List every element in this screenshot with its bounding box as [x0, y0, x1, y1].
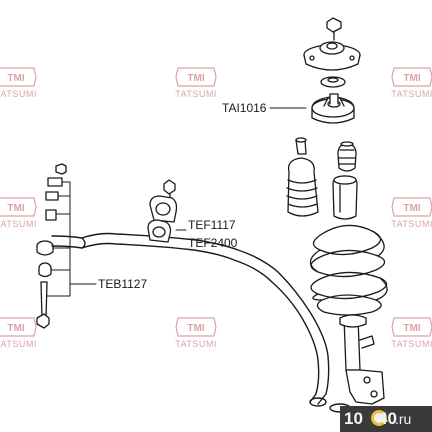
tatsumi-watermark: TMI TATSUMI	[0, 66, 46, 99]
leader-lines	[46, 107, 307, 297]
callout-tef2400: TEF2400	[188, 236, 238, 250]
coil-spring	[309, 224, 388, 316]
bump-stop	[337, 141, 357, 172]
svg-text:TMI: TMI	[403, 203, 420, 214]
tmi-logo-icon: TMI	[0, 197, 37, 217]
callout-tai1016: TAI1016	[222, 101, 267, 115]
upper-mount-washer	[320, 76, 346, 88]
tatsumi-text: TATSUMI	[0, 89, 37, 99]
upper-mount-nut	[326, 17, 342, 41]
tyre-icon	[371, 410, 387, 426]
tatsumi-text: TATSUMI	[175, 339, 217, 349]
callout-teb1127: TEB1127	[98, 277, 148, 291]
badge-domain: .ru	[395, 411, 412, 427]
svg-text:TMI: TMI	[7, 323, 24, 334]
tatsumi-watermark: TMI TATSUMI	[382, 66, 432, 99]
tmi-logo-icon: TMI	[0, 67, 37, 87]
tmi-logo-icon: TMI	[391, 67, 432, 87]
stabilizer-bushing	[147, 219, 172, 243]
tmi-logo-icon: TMI	[175, 317, 217, 337]
tmi-logo-icon: TMI	[175, 67, 217, 87]
site-badge[interactable]: 10 40 .ru	[340, 406, 432, 432]
svg-text:TMI: TMI	[7, 203, 24, 214]
dust-boot	[286, 137, 319, 217]
svg-text:TMI: TMI	[187, 73, 204, 84]
tatsumi-text: TATSUMI	[0, 339, 37, 349]
strut-mount-tai1016	[311, 93, 355, 124]
tatsumi-watermark: TMI TATSUMI	[166, 66, 226, 99]
tatsumi-text: TATSUMI	[391, 339, 432, 349]
svg-text:TMI: TMI	[403, 73, 420, 84]
tatsumi-watermark: TMI TATSUMI	[0, 196, 46, 229]
tmi-logo-icon: TMI	[0, 317, 37, 337]
tmi-logo-icon: TMI	[391, 197, 432, 217]
stabilizer-bar	[51, 232, 351, 413]
tatsumi-watermark: TMI TATSUMI	[166, 316, 226, 349]
tatsumi-watermark: TMI TATSUMI	[382, 196, 432, 229]
tatsumi-watermark: TMI TATSUMI	[382, 316, 432, 349]
tatsumi-text: TATSUMI	[391, 219, 432, 229]
tatsumi-watermark: TMI TATSUMI	[0, 316, 46, 349]
tatsumi-text: TATSUMI	[0, 219, 37, 229]
tmi-logo-icon: TMI	[391, 317, 432, 337]
tatsumi-text: TATSUMI	[391, 89, 432, 99]
upper-mount-bearing	[303, 41, 361, 71]
badge-number-right: 40	[378, 409, 397, 428]
callout-tef1117: TEF1117	[188, 218, 236, 232]
svg-text:TMI: TMI	[403, 323, 420, 334]
bracket-bolt	[163, 179, 176, 201]
stabilizer-bracket	[149, 195, 178, 223]
svg-text:TMI: TMI	[187, 323, 204, 334]
tatsumi-text: TATSUMI	[175, 89, 217, 99]
strut-body	[339, 314, 385, 405]
damper-cap	[332, 175, 358, 220]
stabilizer-link-teb1127	[36, 163, 67, 329]
svg-text:TMI: TMI	[7, 73, 24, 84]
badge-number-left: 10	[344, 409, 363, 428]
